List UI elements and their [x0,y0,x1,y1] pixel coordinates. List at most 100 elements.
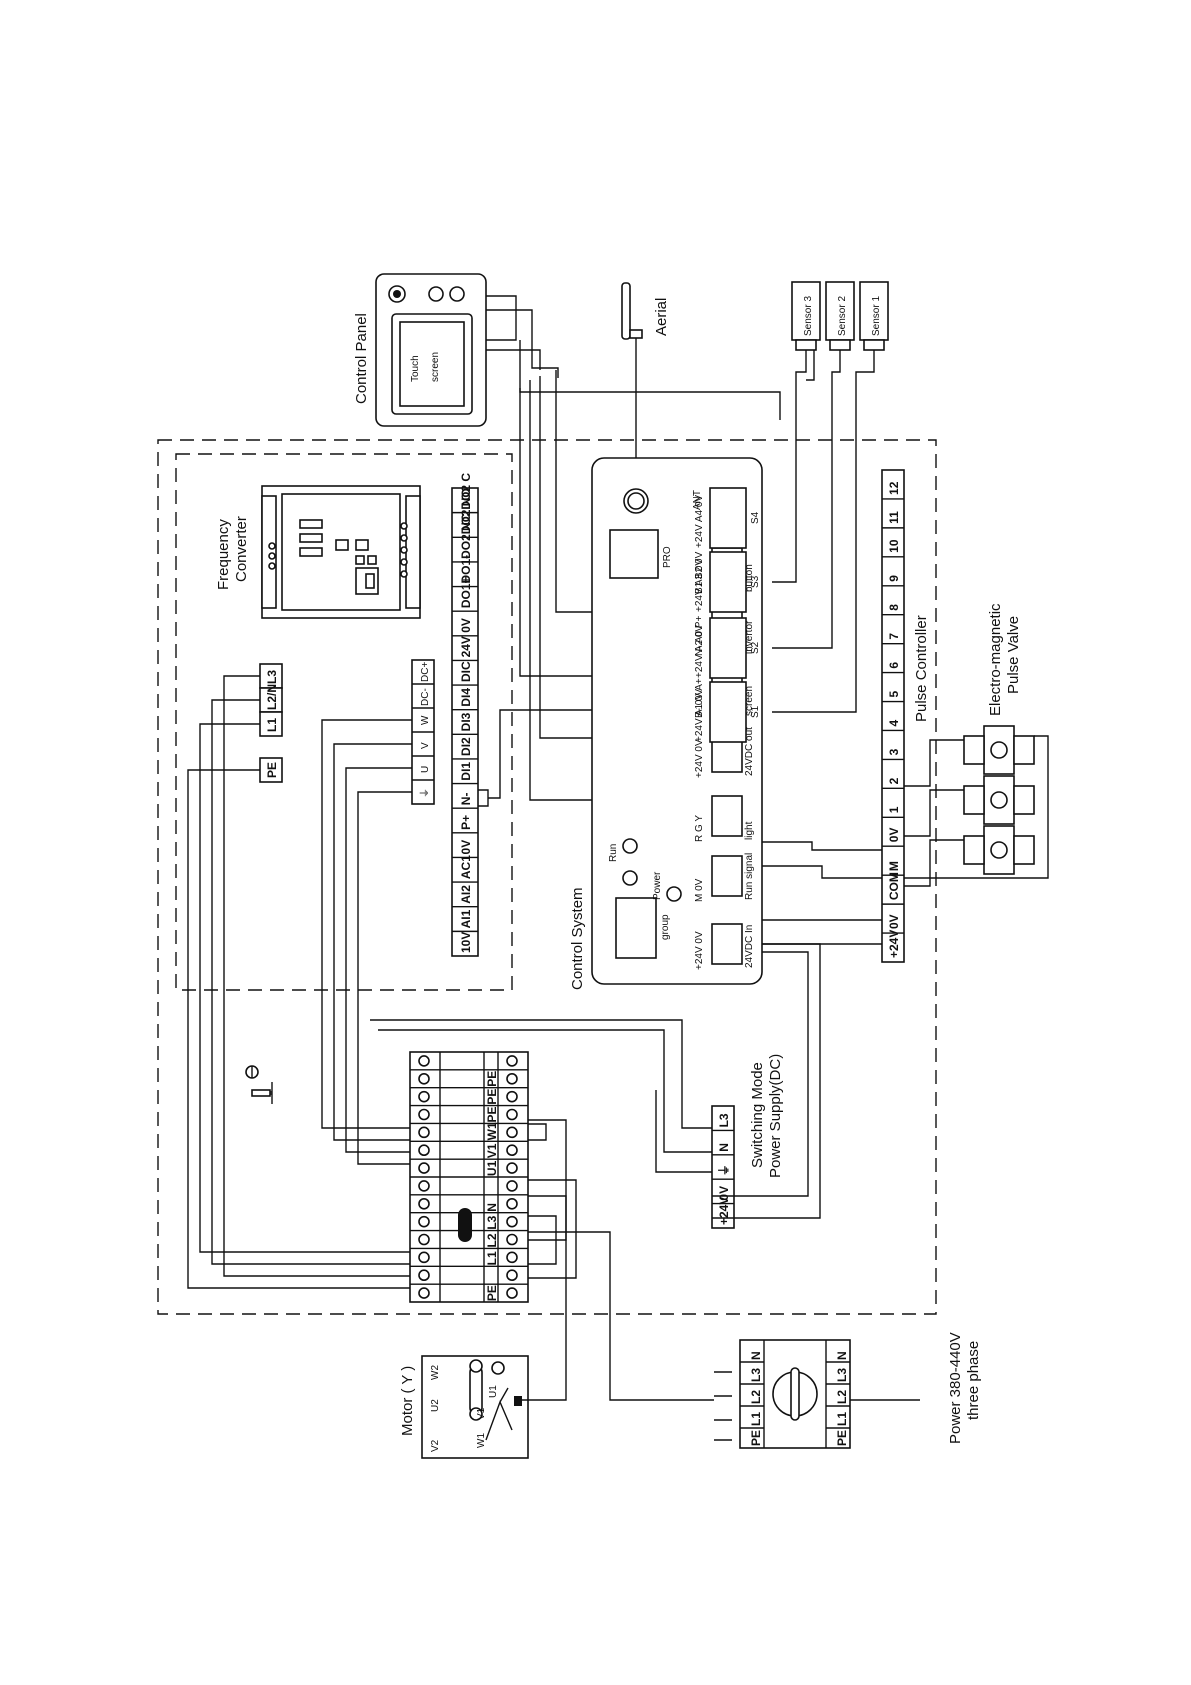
terminal-block-label-0: PE [485,1071,499,1087]
terminal-u: U [420,766,431,773]
psu-terminal-2: ⏚ [717,1164,731,1176]
power-label: Power [652,871,663,900]
motor: Motor ( Y ) V2 U2 W2 W1 V1 U1 [399,1119,567,1459]
sensor-2-label: Sensor 2 [837,296,848,336]
pulse-terminal-0: +24V [887,930,901,958]
switch-bottom-label-2: L2 [749,1390,763,1404]
power-label-1: Power 380-440V [947,1332,964,1444]
converter-control-terminals: 10VAI1AI2AC10VP+N-DI1DI2DI3DI4DIC24V0VDO… [451,473,479,957]
pulse-terminal-14: 10 [887,539,901,553]
motor-title: Motor ( Y ) [399,1366,416,1436]
converter-terminal-10: DI4 [459,688,473,707]
pulse-terminal-8: 4 [887,719,901,726]
terminal-block-label-6: N [485,1203,499,1212]
converter-terminal-18: DO2 C [459,473,473,510]
pulse-terminal-13: 9 [887,575,901,582]
converter-title: Frequency [215,519,232,590]
converter-terminal-3: AC1 [459,855,473,879]
control-panel-title: Control Panel [353,313,370,404]
touch-screen-label-2: screen [430,352,441,382]
terminal-pe: PE [265,762,279,778]
converter-terminal-7: DI1 [459,762,473,781]
cs-sensor-module-2 [709,551,747,613]
cs-module-name-1: Run signal [744,853,755,900]
converter-terminal-13: 0V [459,618,473,633]
converter-terminal-12: 24V [459,636,473,657]
cs-module-name-5: invertor [744,620,755,654]
cs-sensor-module-1 [709,617,747,679]
cs-module-2 [711,795,743,837]
terminal-ground: ⏚ [419,788,431,798]
cs-module-name-4: screen [744,686,755,716]
pulse-terminal-3: M [887,861,901,871]
pro-label: PRO [662,546,673,568]
pulse-terminal-10: 6 [887,662,901,669]
cs-sensor-module-0 [709,681,747,743]
converter-boundary [175,453,513,991]
control-panel: Touch screen Control Panel [353,273,781,427]
sensor-3 [791,281,821,341]
terminal-l1: L1 [265,718,279,732]
run-label: Run [608,844,619,862]
psu-terminal-3: N [717,1143,731,1152]
pulse-terminal-11: 7 [887,633,901,640]
cs-sensor-name-0: S1 [750,705,761,718]
terminal-dcminus: DC- [420,688,431,706]
converter-terminal-0: 10V [459,932,473,953]
valve-title-2: Pulse Valve [1005,616,1022,694]
cs-sensor-name-2: S3 [750,575,761,588]
pulse-terminal-2: COM [887,872,901,900]
switch-top-label-4: N [835,1351,849,1360]
switch-bottom-label-3: L3 [749,1368,763,1382]
converter-motor-terminals: DC+ DC- W V U ⏚ [411,659,435,805]
cs-module-pins-0: +24V 0V [694,931,705,970]
converter-title-2: Converter [233,516,250,582]
switch-top-label-1: L1 [835,1412,849,1426]
cs-module-pins-6: B1 B2 0V [694,551,705,594]
psu-terminal-4: L3 [717,1113,731,1127]
ant-label: ANT [692,490,703,510]
cs-sensor-name-3: S4 [750,511,761,524]
sensor-2 [825,281,855,341]
terminal-block-label-2: PE [485,1106,499,1122]
terminal-w: W [420,715,431,725]
converter-terminal-8: DI2 [459,737,473,756]
motor-w1: W1 [476,1433,487,1448]
cabinet-boundary [157,439,937,1315]
cs-sensor-pins-2: +24V A3 0V [694,559,705,612]
motor-v1: V1 [476,1407,487,1420]
pulse-valves: Electro-magnetic Pulse Valve [904,603,1049,887]
cs-module-pins-5: N- A0 P+ [694,616,705,656]
cs-sensor-pins-1: +24V A2 0V [694,625,705,678]
valve-title: Electro-magnetic [987,603,1004,716]
cs-sensor-module-3 [709,487,747,549]
terminal-block-label-10: PE [485,1285,499,1301]
motor-w2: W2 [430,1365,441,1380]
earth-rod [245,1065,273,1104]
pulse-terminal-4: 0V [887,828,901,843]
terminal-block-label-5: U1 [485,1160,499,1176]
touch-screen-label: Touch [410,355,421,382]
pulse-terminal-12: 8 [887,604,901,611]
sensor-1 [859,281,889,341]
terminal-block-label-1: PE [485,1089,499,1105]
terminal-block-label-4: V1 [485,1143,499,1158]
cs-sensor-pins-0: +24V A1 0V [694,689,705,742]
pulse-terminal-6: 2 [887,777,901,784]
terminal-l2n: L2/N [265,684,279,710]
converter-terminal-14: DO1+ [459,576,473,608]
group-label: group [660,914,671,940]
pulse-terminal-9: 5 [887,691,901,698]
terminal-block-label-3: W1 [485,1122,499,1140]
sensors: Sensor 3 Sensor 2 Sensor 1 [772,281,889,713]
cs-sensor-name-1: S2 [750,641,761,654]
cs-sensor-pins-3: +24V A4 0V [694,495,705,548]
sensor-1-label: Sensor 1 [871,296,882,336]
frequency-converter: Frequency Converter L3 L2/N L1 PE [215,473,479,957]
switch-top-label-0: PE [835,1430,849,1446]
terminal-v: V [420,742,431,749]
